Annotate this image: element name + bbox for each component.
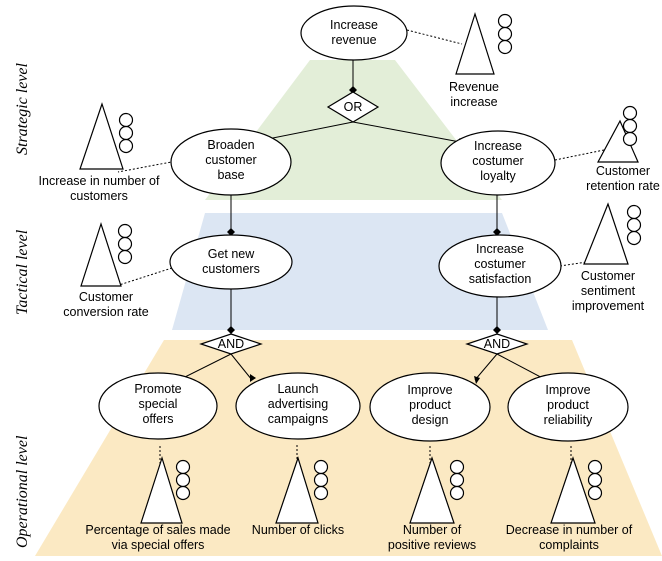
goal-line: Increase bbox=[474, 139, 522, 153]
goal-line: Get new bbox=[208, 247, 256, 261]
goal-line: customer bbox=[205, 153, 256, 167]
goal-line: special bbox=[139, 397, 178, 411]
indicator-label: Revenue bbox=[449, 80, 499, 94]
indicator-label: customers bbox=[70, 189, 128, 203]
goal-line: Launch bbox=[277, 382, 318, 396]
or-label: OR bbox=[344, 100, 363, 114]
goal-line: loyalty bbox=[480, 169, 516, 183]
and-decomposition-left: AND bbox=[199, 333, 263, 355]
indicator-label: Number of clicks bbox=[252, 523, 344, 537]
tactical-level-label: Tactical level bbox=[14, 229, 31, 315]
goal-line: Promote bbox=[134, 382, 181, 396]
goal-line: offers bbox=[142, 412, 173, 426]
goal-line: revenue bbox=[331, 33, 376, 47]
goal-line: costumer bbox=[472, 154, 523, 168]
indicator-label: retention rate bbox=[586, 179, 660, 193]
and-label: AND bbox=[484, 337, 510, 351]
goal-line: product bbox=[547, 398, 589, 412]
operational-level-label: Operational level bbox=[14, 435, 31, 548]
indicator-label: Customer bbox=[581, 269, 635, 283]
indicator-label: conversion rate bbox=[63, 305, 149, 319]
indicator-label: Increase in number of bbox=[39, 174, 160, 188]
goal-line: product bbox=[409, 398, 451, 412]
goal-line: satisfaction bbox=[469, 272, 532, 286]
goal-line: campaigns bbox=[268, 412, 328, 426]
and-decomposition-right: AND bbox=[465, 333, 529, 355]
goal-line: design bbox=[412, 413, 449, 427]
goal-line: customers bbox=[202, 262, 260, 276]
indicator-label: complaints bbox=[539, 538, 599, 552]
or-decomposition: OR bbox=[326, 91, 380, 123]
indicator-label: Percentage of sales made bbox=[85, 523, 230, 537]
goal-line: Increase bbox=[330, 18, 378, 32]
indicator-label: increase bbox=[450, 95, 497, 109]
and-label: AND bbox=[218, 337, 244, 351]
indicator-clicks: Number of clicks bbox=[252, 456, 344, 537]
indicator-label: via special offers bbox=[112, 538, 205, 552]
goal-line: reliability bbox=[544, 413, 593, 427]
indicator-label: improvement bbox=[572, 299, 645, 313]
goal-line: Improve bbox=[545, 383, 590, 397]
indicator-label: Decrease in number of bbox=[506, 523, 633, 537]
goal-line: Improve bbox=[407, 383, 452, 397]
strategic-level-label: Strategic level bbox=[14, 62, 31, 155]
goal-line: Increase bbox=[476, 242, 524, 256]
svg-text:Number of clicks: Number of clicks bbox=[252, 523, 344, 537]
goal-line: Broaden bbox=[207, 138, 254, 152]
goal-line: advertising bbox=[268, 397, 328, 411]
indicator-label: Customer bbox=[596, 164, 650, 178]
indicator-label: sentiment bbox=[581, 284, 636, 298]
indicator-label: positive reviews bbox=[388, 538, 476, 552]
goal-line: base bbox=[217, 168, 244, 182]
indicator-label: Number of bbox=[403, 523, 462, 537]
goal-line: costumer bbox=[474, 257, 525, 271]
indicator-label: Customer bbox=[79, 290, 133, 304]
